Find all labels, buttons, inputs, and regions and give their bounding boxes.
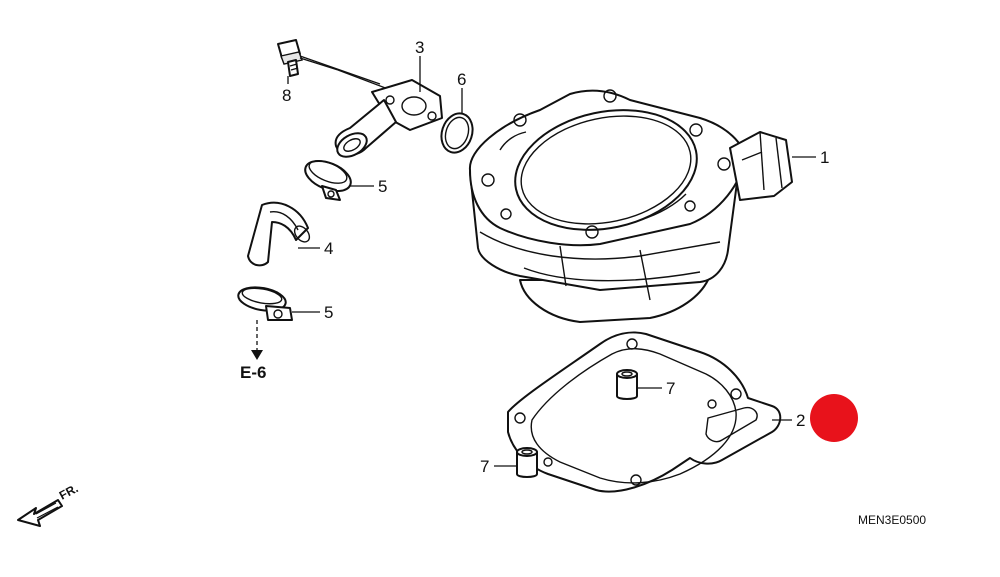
cylinder-part[interactable] — [468, 89, 793, 323]
callout-gasket[interactable]: 2 — [796, 411, 805, 430]
bolt-part[interactable] — [277, 39, 303, 77]
callout-bolt[interactable]: 8 — [282, 86, 291, 105]
callout-water-joint[interactable]: 3 — [415, 38, 424, 57]
callout-hose-clamp-upper[interactable]: 5 — [378, 177, 387, 196]
water-joint-part[interactable] — [333, 79, 443, 162]
callout-o-ring[interactable]: 6 — [457, 70, 466, 89]
o-ring-part[interactable] — [437, 109, 478, 156]
water-hose-part[interactable] — [247, 201, 312, 267]
hose-clamp-lower-part[interactable] — [236, 284, 293, 321]
dowel-pin-lower-part[interactable] — [516, 447, 538, 478]
callout-water-hose[interactable]: 4 — [324, 239, 333, 258]
diagram-code: MEN3E0500 — [858, 513, 926, 527]
callout-hose-clamp-lower[interactable]: 5 — [324, 303, 333, 322]
highlight-marker — [810, 394, 858, 442]
callout-cylinder[interactable]: 1 — [820, 148, 829, 167]
callout-dowel-pin-lower[interactable]: 7 — [480, 457, 489, 476]
front-arrow-icon — [17, 499, 63, 527]
callout-dowel-pin-upper[interactable]: 7 — [666, 379, 675, 398]
dowel-pin-upper-part[interactable] — [616, 369, 638, 400]
gasket-part[interactable] — [507, 331, 782, 493]
front-label: FR. — [57, 481, 81, 502]
hose-clamp-upper-part[interactable] — [301, 155, 355, 201]
section-reference[interactable]: E-6 — [240, 363, 266, 382]
